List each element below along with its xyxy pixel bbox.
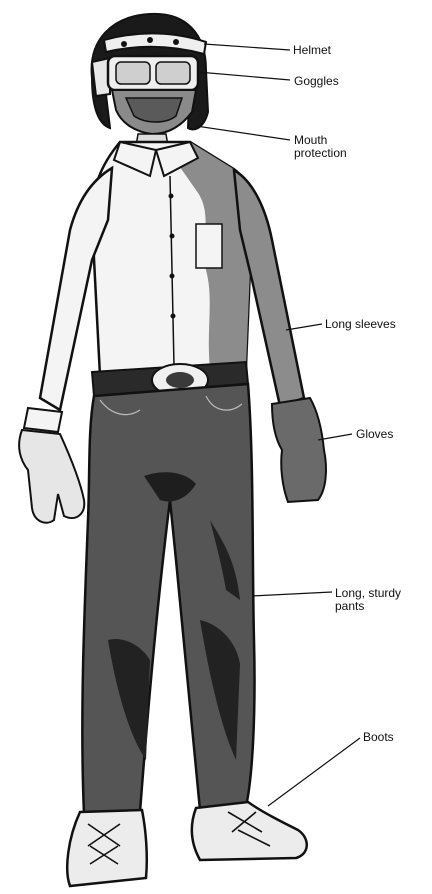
label-boots: Boots <box>363 731 394 744</box>
long-sleeves-leader <box>286 324 322 330</box>
label-long-sleeves-text: Long sleeves <box>325 318 396 331</box>
helmet-leader <box>204 44 290 50</box>
pants-drawing <box>82 384 254 814</box>
mouth-protection-drawing <box>112 90 196 146</box>
label-mouth-line2: protection <box>294 147 347 160</box>
label-pants-line2: pants <box>335 600 401 613</box>
label-gloves-text: Gloves <box>356 428 393 441</box>
label-mouth-protection: Mouth protection <box>294 134 347 160</box>
label-long-sleeves: Long sleeves <box>325 318 396 331</box>
goggles-leader <box>198 72 290 80</box>
mouth-protection-leader <box>196 126 290 140</box>
right-glove-drawing <box>272 398 326 502</box>
label-long-sturdy-pants: Long, sturdy pants <box>335 587 401 613</box>
label-helmet: Helmet <box>293 44 331 57</box>
right-boot-drawing <box>192 802 307 860</box>
left-boot-drawing <box>67 810 147 886</box>
left-glove-drawing <box>19 430 84 523</box>
boots-leader <box>268 738 360 806</box>
label-helmet-text: Helmet <box>293 44 331 57</box>
pants-leader <box>252 592 332 596</box>
label-goggles-text: Goggles <box>294 75 339 88</box>
shirt-drawing <box>92 142 252 376</box>
label-gloves: Gloves <box>356 428 393 441</box>
label-boots-text: Boots <box>363 731 394 744</box>
label-goggles: Goggles <box>294 75 339 88</box>
